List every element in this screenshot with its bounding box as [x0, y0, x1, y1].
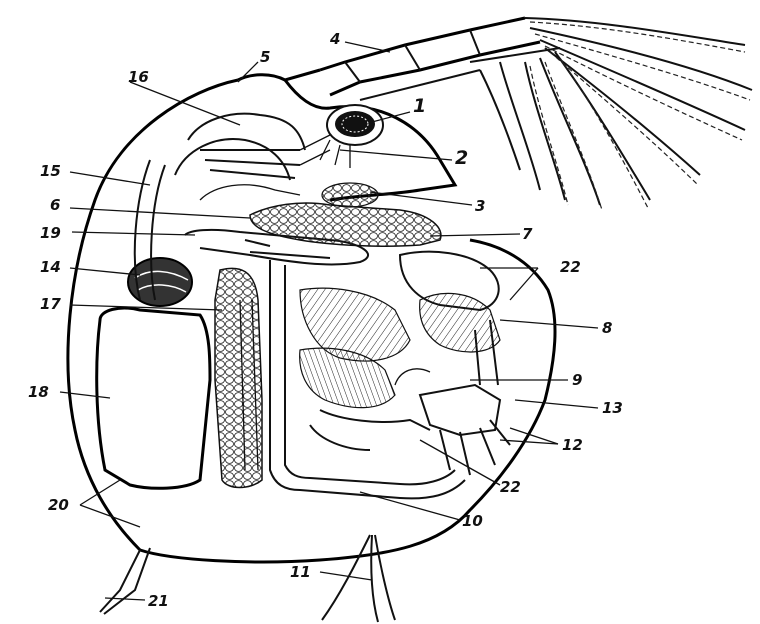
label-13: 13: [602, 399, 623, 417]
label-10: 10: [462, 512, 483, 530]
label-18: 18: [28, 383, 49, 401]
label-1: 1: [413, 95, 426, 117]
label-17: 17: [40, 295, 61, 313]
label-11: 11: [290, 563, 311, 581]
label-3: 3: [475, 197, 485, 215]
label-2: 2: [455, 147, 468, 169]
second-antenna: [320, 18, 560, 100]
label-7: 7: [522, 225, 533, 243]
label-5: 5: [260, 48, 270, 66]
brain-and-nerves: [200, 135, 330, 178]
compound-eye: [320, 105, 383, 168]
label-4: 4: [329, 30, 340, 48]
label-19: 19: [40, 224, 61, 242]
label-8: 8: [602, 319, 612, 337]
label-9: 9: [572, 371, 582, 389]
label-14: 14: [40, 258, 61, 276]
label-21: 21: [148, 592, 169, 610]
label-20: 20: [48, 496, 69, 514]
label-22-lower: 22: [500, 478, 521, 496]
brood-chamber: [97, 308, 210, 488]
label-12: 12: [562, 436, 583, 454]
label-15: 15: [40, 162, 61, 180]
label-22-upper: 22: [560, 258, 581, 276]
digestive-tract: [135, 160, 465, 498]
label-6: 6: [50, 196, 60, 214]
label-16: 16: [128, 68, 149, 86]
